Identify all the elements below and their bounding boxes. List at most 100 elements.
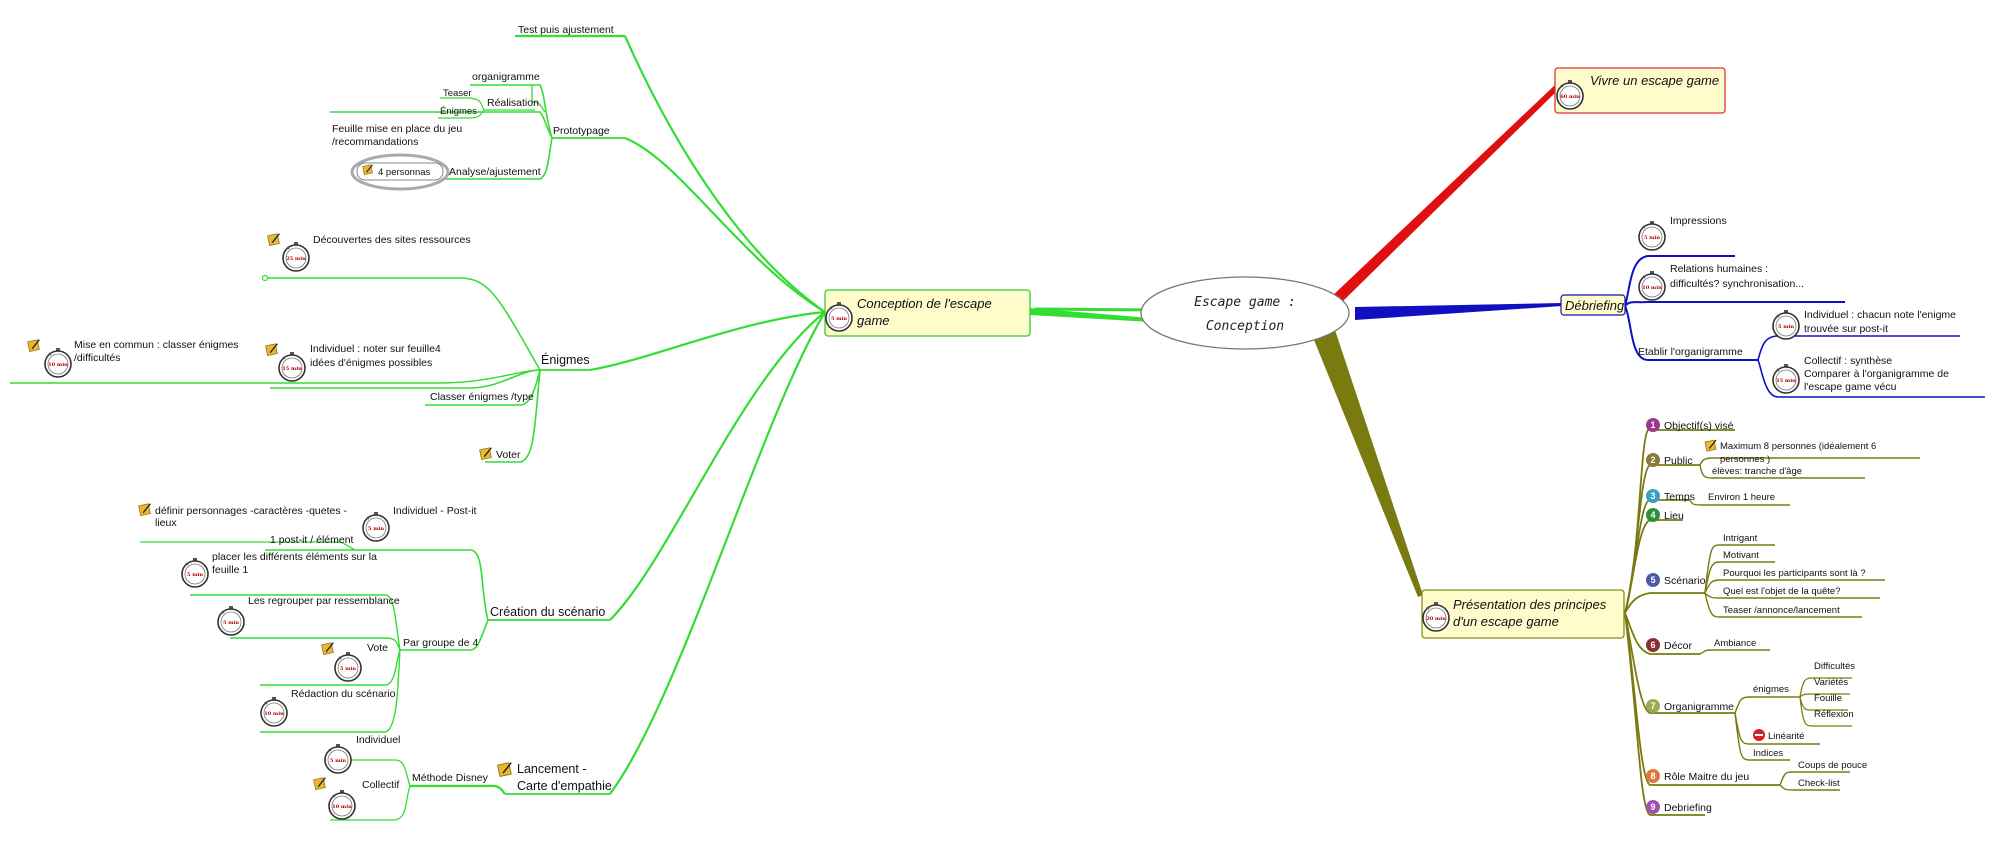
presentation-items: 1 Objectif(s) visé 2 Public 3 Temps 4 Li… <box>1646 418 1749 814</box>
presentation-item-2: 2 Public <box>1646 453 1693 467</box>
presentation-item-1: 1 Objectif(s) visé <box>1646 418 1734 432</box>
regrouper-timer: 5 min <box>223 620 239 626</box>
public-max-label-2: personnes ) <box>1720 454 1770 465</box>
org-enigmes-item-3: Fouille <box>1814 693 1842 704</box>
org-enigmes-item-1: Difficultés <box>1814 661 1855 672</box>
decouvertes-timer: 25 min <box>286 256 306 262</box>
conception-title-line2: game <box>857 313 890 328</box>
redaction-timer: 10 min <box>264 711 284 717</box>
realisation-label: Réalisation <box>487 97 539 109</box>
org-enigmes-label: énigmes <box>1753 684 1789 695</box>
deb-collectif-label-1: Collectif : synthèse <box>1804 355 1892 367</box>
role-item-1: Coups de pouce <box>1798 760 1867 771</box>
lancement-label-2: Carte d'empathie <box>517 779 612 793</box>
relations-label-2: difficultés? synchronisation... <box>1670 278 1804 290</box>
debriefing-title: Débriefing <box>1565 298 1625 313</box>
scenario-item-4: Quel est l'objet de la quête? <box>1723 586 1840 597</box>
postit-ind-label: Individuel - Post-it <box>393 505 477 517</box>
organigramme-label: organigramme <box>472 71 540 83</box>
svg-text:7: 7 <box>1650 701 1655 711</box>
item-label-lieu: Lieu <box>1664 510 1684 522</box>
item-label-public: Public <box>1664 455 1693 467</box>
center-node[interactable]: Escape game : Conception <box>1140 276 1350 350</box>
vivre-node[interactable]: 60 min Vivre un escape game <box>1554 67 1726 114</box>
item-label-objectif: Objectif(s) visé <box>1664 420 1734 432</box>
public-max-label-1: Maximum 8 personnes (idéalement 6 <box>1720 441 1876 452</box>
commun-label-1: Mise en commun : classer énigmes <box>74 339 239 351</box>
conception-title-line1: Conception de l'escape <box>857 296 992 311</box>
disney-label: Méthode Disney <box>412 772 489 784</box>
presentation-item-3: 3 Temps <box>1646 489 1695 503</box>
voter-label: Voter <box>496 449 521 461</box>
item-label-decor: Décor <box>1664 640 1693 652</box>
lancement-individuel-label: Individuel <box>356 734 400 746</box>
scenario-label: Création du scénario <box>490 605 605 619</box>
item-label-scenario: Scénario <box>1664 575 1706 587</box>
redaction-label: Rédaction du scénario <box>291 688 396 700</box>
individuel-enigmes-label-1: Individuel : noter sur feuille4 <box>310 343 441 355</box>
svg-text:4: 4 <box>1650 510 1655 520</box>
temps-value-label: Environ 1 heure <box>1708 492 1775 503</box>
presentation-item-9: 9 Debriefing <box>1646 800 1712 814</box>
placer-label-2: feuille 1 <box>212 564 248 576</box>
presentation-sub-labels: Maximum 8 personnes (idéalement 6 person… <box>1704 439 1876 789</box>
groupe-label: Par groupe de 4 <box>403 637 478 649</box>
presentation-timer: 20 min <box>1426 616 1446 622</box>
presentation-branch <box>1624 429 1920 816</box>
enigmes-note-icon <box>266 233 281 247</box>
presentation-item-4: 4 Lieu <box>1646 508 1684 522</box>
deb-individuel-label-2: trouvée sur post-it <box>1804 323 1888 335</box>
item-label-temps: Temps <box>1664 491 1695 503</box>
svg-text:6: 6 <box>1650 640 1655 650</box>
classer-label: Classer énigmes /type <box>430 391 534 403</box>
svg-text:2: 2 <box>1650 455 1655 465</box>
definir-label-2: lieux <box>155 517 177 529</box>
org-enigmes-item-2: Variétés <box>1814 677 1848 688</box>
definir-label-1: définir personnages -caractères -quetes … <box>155 505 348 517</box>
conception-node[interactable]: 5 min Conception de l'escape game <box>824 289 1031 337</box>
enigmes-label: Énigmes <box>541 352 590 367</box>
test-label: Test puis ajustement <box>518 24 614 36</box>
vote-timer: 5 min <box>340 666 356 672</box>
presentation-item-5: 5 Scénario <box>1646 573 1706 587</box>
conception-branch <box>10 34 826 821</box>
lancement-collectif-timer: 10 min <box>332 804 352 810</box>
teaser-label: Teaser <box>443 88 472 99</box>
svg-text:5: 5 <box>1650 575 1655 585</box>
proto-enigmes-label: Énigmes <box>440 106 477 117</box>
item-label-organigramme: Organigramme <box>1664 701 1734 713</box>
presentation-node[interactable]: 20 min Présentation des principes d'un e… <box>1421 589 1625 639</box>
impressions-label: Impressions <box>1670 215 1727 227</box>
commun-label-2: /difficultés <box>74 352 121 364</box>
scenario-item-1: Intrigant <box>1723 533 1758 544</box>
lancement-label-1: Lancement - <box>517 762 586 776</box>
conception-labels: Test puis ajustement Prototypage organig… <box>26 24 614 820</box>
lancement-individuel-timer: 5 min <box>330 758 346 764</box>
etablir-organigramme-label: Etablir l'organigramme <box>1638 346 1743 358</box>
conception-timer: 5 min <box>831 316 847 322</box>
svg-text:3: 3 <box>1650 491 1655 501</box>
item-label-role: Rôle Maitre du jeu <box>1664 771 1749 783</box>
lancement-collectif-label: Collectif <box>362 779 399 791</box>
presentation-item-7: 7 Organigramme <box>1646 699 1734 713</box>
presentation-title-line2: d'un escape game <box>1453 614 1559 629</box>
role-item-2: Check-list <box>1798 778 1840 789</box>
feuille-label-1: Feuille mise en place du jeu <box>332 123 462 135</box>
deb-individuel-timer: 5 min <box>1778 324 1794 330</box>
personnas-label: 4 personnas <box>378 167 431 178</box>
svg-text:8: 8 <box>1650 771 1655 781</box>
deb-collectif-label-3: l'escape game vécu <box>1804 381 1897 393</box>
center-title-line2: Conception <box>1206 319 1284 334</box>
debriefing-node[interactable]: Débriefing <box>1560 294 1626 316</box>
presentation-title-line1: Présentation des principes <box>1453 597 1607 612</box>
placer-label-1: placer les différents éléments sur la <box>212 551 377 563</box>
presentation-item-8: 8 Rôle Maitre du jeu <box>1646 769 1749 783</box>
vivre-timer: 60 min <box>1560 94 1580 100</box>
placer-timer: 5 min <box>187 572 203 578</box>
relations-label-1: Relations humaines : <box>1670 263 1768 275</box>
presentation-item-6: 6 Décor <box>1646 638 1693 652</box>
org-enigmes-item-4: Réflexion <box>1814 709 1854 720</box>
svg-text:1: 1 <box>1650 420 1655 430</box>
org-indices-label: Indices <box>1753 748 1783 759</box>
